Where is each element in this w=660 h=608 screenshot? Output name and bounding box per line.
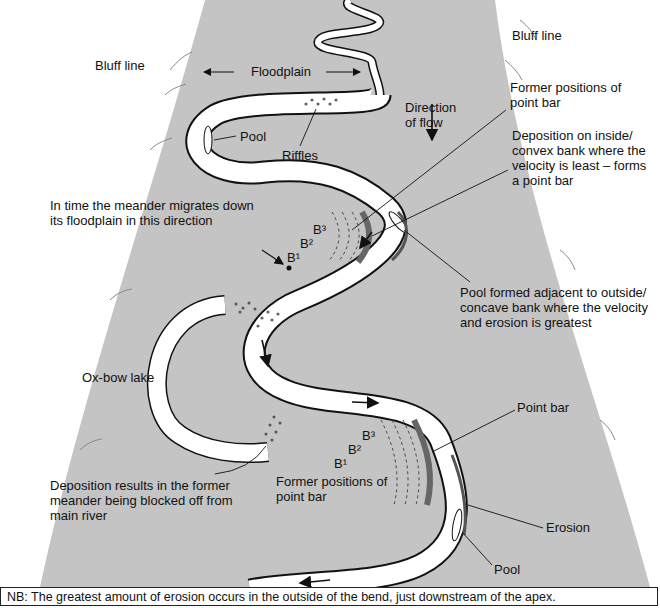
position-label: B³ [362,428,382,443]
riffles-label: Riffles [282,148,342,163]
migration-note: In time the meander migrates down its fl… [50,198,262,228]
deposition-note: Deposition results in the former meander… [50,478,250,523]
point-bar [414,420,430,505]
migration-arrow [262,250,283,264]
pool-label: Pool [240,129,280,144]
point-bar-note: Former positions of point bar [276,474,388,504]
river-channel [197,95,457,590]
erosion-bank [392,212,407,260]
leader-line [214,109,543,565]
former-point-bar [328,212,359,262]
river-channel [318,0,380,95]
erosion-label: Erosion [546,520,616,535]
former-point-bar [381,420,419,505]
position-label: B¹ [334,456,354,471]
deposition [235,302,282,442]
floodplain-label: Floodplain [238,64,324,79]
oxbow-label: Ox-bow lake [82,370,162,385]
bluff-label: Bluff line [512,28,592,43]
position-label: B¹ [287,250,307,265]
erosion-bank [452,455,465,535]
pool-label: Pool [494,562,534,577]
pool [204,126,212,154]
position-label: B² [300,236,320,251]
deposition-note: Deposition on inside/ convex bank where … [512,128,654,188]
flow-label: Direction of flow [405,100,467,130]
pool [450,509,463,542]
riffles [256,97,337,327]
position-label: B² [348,442,368,457]
point-bar-note: Former positions of point bar [510,80,650,110]
bluff-label: Bluff line [95,58,175,73]
point-bar-label: Point bar [517,400,597,415]
pool-note: Pool formed adjacent to outside/ concave… [460,285,653,330]
position-label: B³ [313,222,333,237]
caption-note: NB: The greatest amount of erosion occur… [0,587,658,606]
migration-dot [287,266,292,271]
flow-arrow [262,104,432,583]
